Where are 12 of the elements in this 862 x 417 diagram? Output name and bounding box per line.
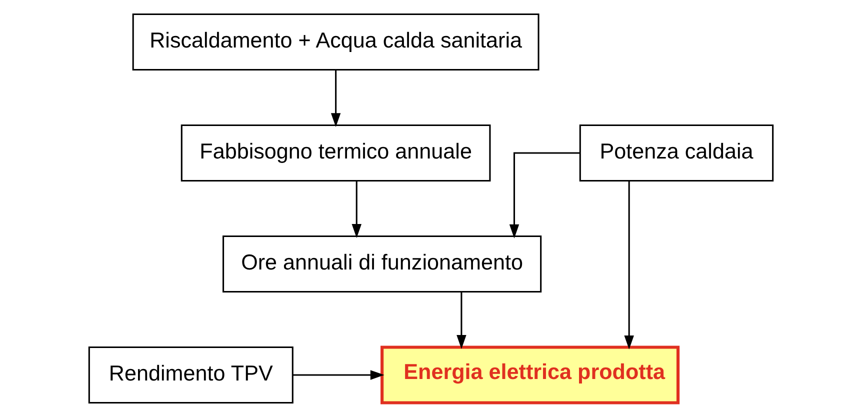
arrow — [456, 292, 466, 349]
node-box: Rendimento TPV — [88, 346, 294, 404]
arrow — [330, 70, 341, 127]
node-box: Fabbisogno termico annuale — [180, 124, 491, 182]
arrow — [509, 152, 580, 238]
arrow — [292, 370, 384, 380]
node-box: Riscaldamento + Acqua calda sanitaria — [132, 14, 540, 71]
arrow — [624, 181, 634, 350]
arrow — [352, 181, 362, 238]
node-box: Energia elettrica prodotta — [380, 346, 680, 404]
node-box: Potenza caldaia — [579, 124, 774, 182]
node-box: Ore annuali di funzionamento — [222, 235, 542, 293]
